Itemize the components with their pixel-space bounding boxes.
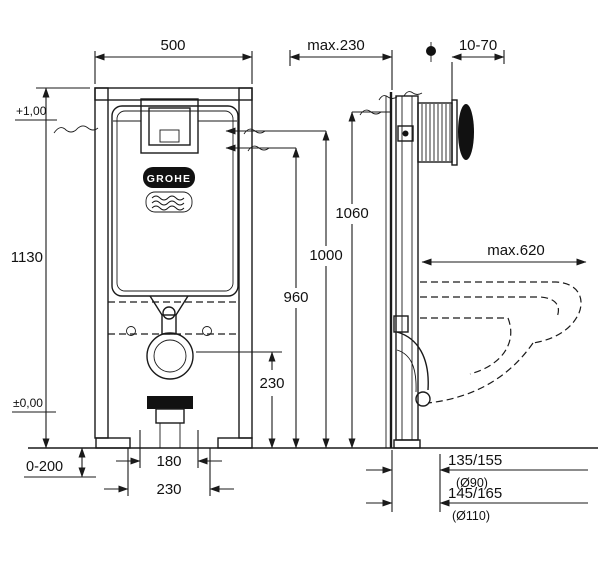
- dim-outlet-90-diameter: (Ø90): [456, 476, 488, 490]
- flush-button-side: [458, 104, 474, 160]
- fixing-bracket-side: [397, 125, 414, 142]
- dim-outlet-110: 145/165 (Ø110): [366, 485, 588, 523]
- toilet-bowl-outline: [420, 281, 582, 404]
- dim-outlet-height: 230: [196, 351, 285, 449]
- break-mark-icon: [247, 145, 270, 152]
- front-view: GROHE: [94, 87, 253, 449]
- dim-wall-clearance: 10-70: [451, 37, 505, 100]
- dim-outlet-height-label: 230: [259, 375, 284, 392]
- dim-bolt-spacing-label: 180: [156, 453, 181, 470]
- brand-label: GROHE: [147, 173, 192, 185]
- outlet-front: [126, 326, 212, 380]
- outlet-bend-side: [393, 315, 431, 407]
- flush-valve: [149, 295, 189, 335]
- frame-side: [393, 95, 421, 449]
- water-waves-icon: [145, 191, 193, 213]
- break-mark-icon: [359, 109, 382, 116]
- mounting-bracket: [147, 396, 193, 448]
- dim-foot-adjust-label: 0-200: [26, 459, 63, 475]
- dim-top-depth: max.230: [289, 37, 393, 90]
- dim-wall-clearance-label: 10-70: [459, 37, 497, 54]
- dim-plate-top-label: 1000: [309, 247, 342, 264]
- cistern-tank: [111, 105, 239, 297]
- dim-outlet-90-label: 135/155: [448, 452, 502, 469]
- dim-side-frame-height: 1060: [335, 111, 392, 449]
- break-marks: [243, 91, 423, 152]
- level-mark-floor: ±0,00: [12, 396, 56, 413]
- level-top-label: +1,00: [16, 104, 47, 118]
- dim-bowl-depth: max.620: [421, 242, 587, 266]
- dimensions: 500 1130 +1,00 ±0,00 0-200 180: [11, 37, 598, 523]
- dim-bowl-depth-label: max.620: [487, 242, 545, 259]
- fixing-point-dot: [426, 42, 436, 62]
- dim-side-frame-label: 1060: [335, 205, 368, 222]
- grohe-logo: GROHE: [143, 167, 195, 213]
- dim-outlet-90: 135/155 (Ø90): [366, 450, 588, 512]
- dim-rail-spacing: 230: [104, 448, 234, 498]
- dim-frame-width: 500: [94, 37, 253, 84]
- dim-frame-height: 1130: [11, 87, 90, 449]
- dim-outlet-110-label: 145/165: [448, 485, 502, 502]
- break-mark-icon: [403, 91, 423, 97]
- side-view: [385, 92, 582, 449]
- dim-frame-width-label: 500: [160, 37, 185, 54]
- dim-rail-spacing-label: 230: [156, 481, 181, 498]
- break-mark-icon: [378, 95, 398, 101]
- dim-top-depth-label: max.230: [307, 37, 365, 54]
- break-mark-icon: [243, 128, 266, 135]
- dim-frame-height-label: 1130: [11, 249, 43, 266]
- dim-foot-adjust: 0-200: [24, 447, 96, 478]
- dim-bolt-spacing: 180: [116, 430, 222, 470]
- level-floor-label: ±0,00: [13, 396, 43, 410]
- dim-plate-bottom-label: 960: [283, 289, 308, 306]
- level-mark-top: +1,00: [15, 104, 99, 134]
- dim-outlet-110-diameter: (Ø110): [452, 509, 490, 523]
- actuator-spacer: [417, 99, 458, 166]
- dim-plate-top-height: 1000: [225, 127, 343, 449]
- wall-line: [385, 92, 393, 448]
- flush-plate-front: [140, 98, 199, 154]
- dim-plate-bottom-height: 960: [225, 144, 309, 449]
